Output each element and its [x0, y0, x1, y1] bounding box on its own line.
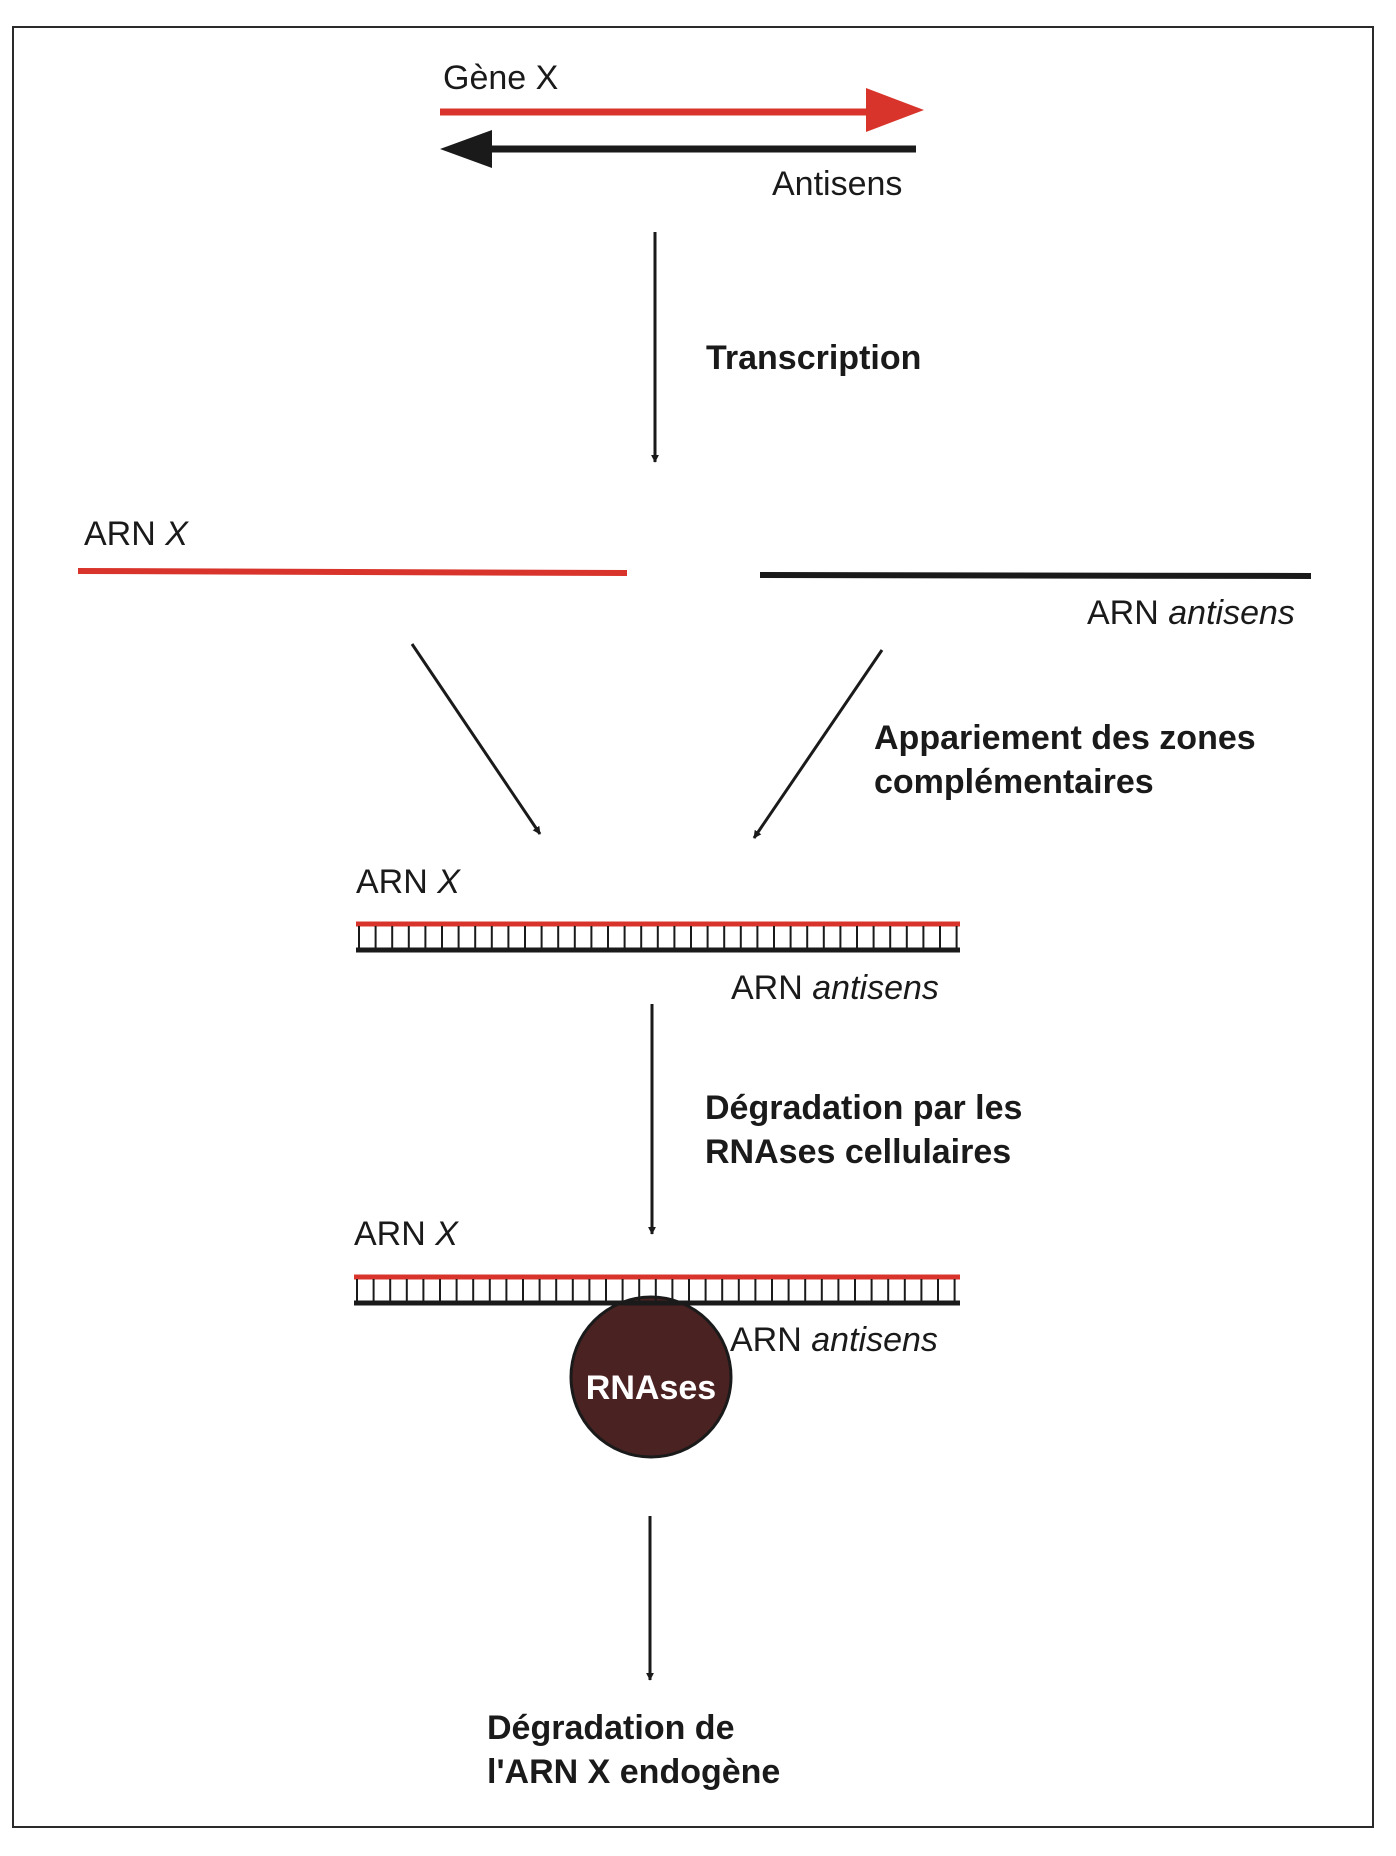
rna-antisense-strand: [759, 572, 1312, 579]
rna-x-strand: [77, 568, 628, 576]
antisense-label: Antisens: [772, 165, 903, 203]
pairing-line-2: complémentaires: [874, 763, 1154, 801]
duplex2-rna-x-label: ARN X: [354, 1214, 458, 1254]
duplex1-rna-x-label: ARN X: [356, 862, 460, 902]
rna-name: X: [435, 1215, 458, 1253]
duplex1-rna-antisense-label: ARN antisens: [731, 968, 939, 1008]
gene-sense-arrowhead: [866, 88, 924, 132]
result-label: Dégradation de l'ARN X endogène: [487, 1706, 780, 1794]
pairing-line-1: Appariement des zones: [874, 719, 1256, 757]
rna-prefix: ARN: [730, 1321, 802, 1359]
rna-duplex-degrading: [354, 1274, 960, 1306]
transcription-label: Transcription: [706, 339, 922, 377]
result-line-1: Dégradation de: [487, 1709, 735, 1747]
rna-prefix: ARN: [1087, 594, 1159, 632]
figure-frame: [12, 26, 1374, 1828]
rna-name: X: [437, 863, 460, 901]
pairing-label: Appariement des zones complémentaires: [874, 716, 1256, 804]
rna-name: antisens: [812, 969, 939, 1007]
rna-prefix: ARN: [731, 969, 803, 1007]
rna-prefix: ARN: [354, 1215, 426, 1253]
degradation-line-1: Dégradation par les: [705, 1089, 1023, 1127]
rna-x-label: ARN X: [84, 514, 188, 554]
pairing-arrow-right: [752, 649, 884, 839]
degradation-label: Dégradation par les RNAses cellulaires: [705, 1086, 1022, 1174]
gene-x-label: Gène X: [443, 59, 559, 97]
rna-prefix: ARN: [84, 515, 156, 553]
base-pair-rungs: [356, 1279, 956, 1301]
rnase-enzyme: [569, 1295, 733, 1459]
pairing-arrow-left: [410, 643, 542, 835]
base-pair-rungs: [358, 926, 958, 948]
rna-duplex-paired: [356, 921, 960, 953]
rna-name: antisens: [1168, 594, 1295, 632]
rnase-label: RNAses: [585, 1369, 717, 1407]
rna-name: antisens: [811, 1321, 938, 1359]
rna-antisense-label: ARN antisens: [1087, 593, 1295, 633]
duplex2-rna-antisense-label: ARN antisens: [730, 1320, 938, 1360]
result-line-2: l'ARN X endogène: [487, 1753, 781, 1791]
gene-antisense-arrowhead: [440, 130, 492, 168]
degradation-line-2: RNAses cellulaires: [705, 1133, 1012, 1171]
rna-name: X: [165, 515, 188, 553]
rna-prefix: ARN: [356, 863, 428, 901]
